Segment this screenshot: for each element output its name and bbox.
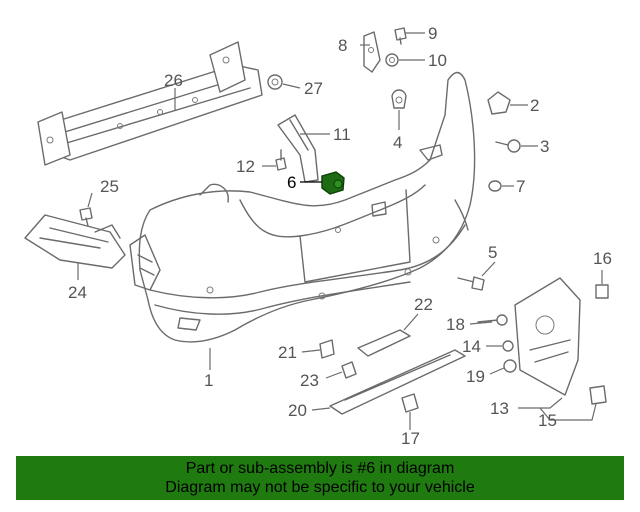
bolt-5-part [457,276,485,291]
callout-18: 18 [446,315,465,334]
callout-1: 1 [204,371,213,390]
info-banner: Part or sub-assembly is #6 in diagram Di… [16,456,624,500]
screw-3-part [495,139,521,153]
callout-24: 24 [68,283,87,302]
callout-2: 2 [530,96,539,115]
callout-4: 4 [393,133,402,152]
callout-21: 21 [278,343,297,362]
callout-19: 19 [466,367,485,386]
callout-8: 8 [338,36,347,55]
bracket-8-part [363,31,381,73]
reflector-lamp-24-part [24,214,126,269]
banner-line-1: Part or sub-assembly is #6 in diagram [185,460,455,477]
parts-diagram: 1 2 3 4 5 6 7 8 9 10 11 12 13 14 15 16 1… [24,24,612,448]
callout-6: 6 [287,173,296,192]
grommet-7-part [488,180,502,192]
screw-9-part [394,27,407,45]
callout-12: 12 [236,157,255,176]
nut-14-part [502,340,514,352]
clip-4-part [391,89,407,109]
bracket-11-part [277,114,319,183]
bracket-22-part [357,329,411,357]
callout-7: 7 [516,177,525,196]
clip-21-part [319,339,335,359]
clip-16-part [595,284,609,299]
callout-9: 9 [428,24,437,43]
callout-5: 5 [488,243,497,262]
callout-10: 10 [428,51,447,70]
callout-27: 27 [304,79,323,98]
clip-2-part [487,91,511,115]
callout-11: 11 [333,125,351,144]
screw-18-part [477,314,508,326]
nut-10-part [385,53,399,67]
nut-19-part [503,359,517,373]
side-bracket-13-part [514,277,581,396]
callout-16: 16 [593,249,612,268]
absorber-20-part [329,349,466,415]
clip-15-part [589,385,607,405]
callout-23: 23 [300,371,319,390]
bolt-25-part [79,207,93,227]
clip-17-part [401,393,419,413]
callout-15: 15 [538,411,557,430]
callout-26: 26 [164,71,183,90]
callout-17: 17 [401,429,420,448]
callout-20: 20 [288,401,307,420]
parking-sensor-part-6 [321,171,345,195]
reinforcement-bar-part [37,41,263,166]
callout-25: 25 [100,177,119,196]
clip-23-part [341,361,357,379]
callout-3: 3 [540,137,549,156]
bumper-cover-part [129,71,476,343]
leader-lines [77,32,603,430]
callout-13: 13 [490,399,509,418]
callout-labels: 1 2 3 4 5 6 7 8 9 10 11 12 13 14 15 16 1… [68,24,612,448]
nut-27-part [267,74,283,90]
callout-14: 14 [462,337,481,356]
callout-22: 22 [414,295,433,314]
bolt-12-part [275,149,287,171]
banner-line-2: Diagram may not be specific to your vehi… [165,479,475,496]
